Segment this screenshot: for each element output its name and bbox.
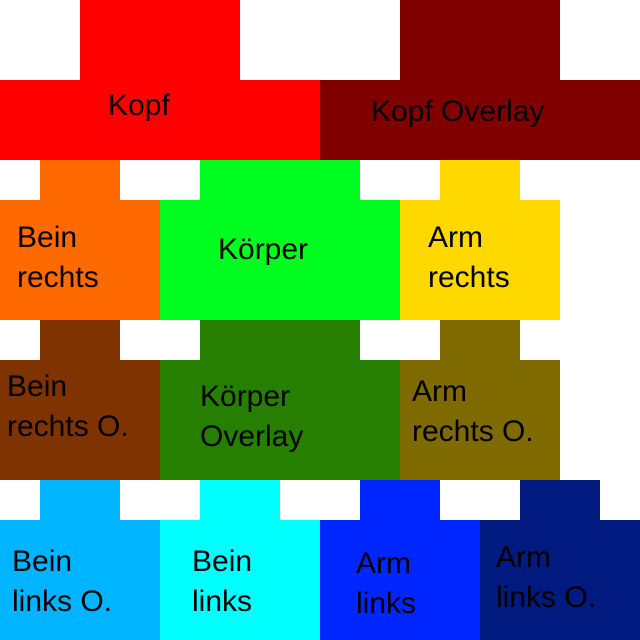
region-arm-rechts-overlay-label: Arm rechts O. [412, 375, 534, 448]
region-kopf-overlay-label: Kopf Overlay [371, 95, 545, 128]
region-koerper-overlay-label: Körper Overlay [200, 380, 304, 453]
region-kopf-top [80, 0, 240, 80]
region-bein-links-overlay-top [40, 480, 120, 520]
region-arm-links-label: Arm links [356, 547, 417, 620]
region-bein-links-top [200, 480, 280, 520]
region-kopf-overlay-body [320, 80, 640, 160]
region-koerper-overlay-top [200, 320, 360, 360]
region-kopf-label: Kopf [108, 89, 170, 122]
region-arm-links-body [320, 520, 480, 640]
region-bein-rechts-overlay-body [0, 360, 160, 480]
region-arm-links-overlay-body [480, 520, 640, 640]
region-koerper-label: Körper [218, 233, 309, 266]
region-bein-rechts-overlay-top [40, 320, 120, 360]
region-arm-rechts-overlay-body [400, 360, 560, 480]
region-kopf-overlay-top [400, 0, 560, 80]
region-koerper-body [160, 200, 400, 320]
region-bein-links-label: Bein links [192, 545, 253, 618]
region-arm-rechts-body [400, 200, 560, 320]
region-arm-rechts-label: Arm rechts [428, 221, 510, 294]
region-bein-links-body [160, 520, 320, 640]
region-arm-links-overlay-top [520, 480, 600, 520]
region-bein-rechts-body [0, 200, 160, 320]
region-bein-rechts-overlay-label: Bein rechts O. [7, 370, 129, 443]
region-bein-rechts-label: Bein rechts [17, 221, 99, 294]
region-bein-rechts-top [40, 160, 120, 200]
region-arm-rechts-overlay-top [440, 320, 520, 360]
region-bein-links-overlay-label: Bein links O. [12, 545, 113, 618]
region-bein-links-overlay-body [0, 520, 160, 640]
region-arm-links-overlay-label: Arm links O. [496, 541, 597, 614]
region-arm-rechts-top [440, 160, 520, 200]
region-koerper-overlay-body [160, 360, 400, 480]
region-kopf-body [0, 80, 320, 160]
region-koerper-top [200, 160, 360, 200]
region-arm-links-top [360, 480, 440, 520]
